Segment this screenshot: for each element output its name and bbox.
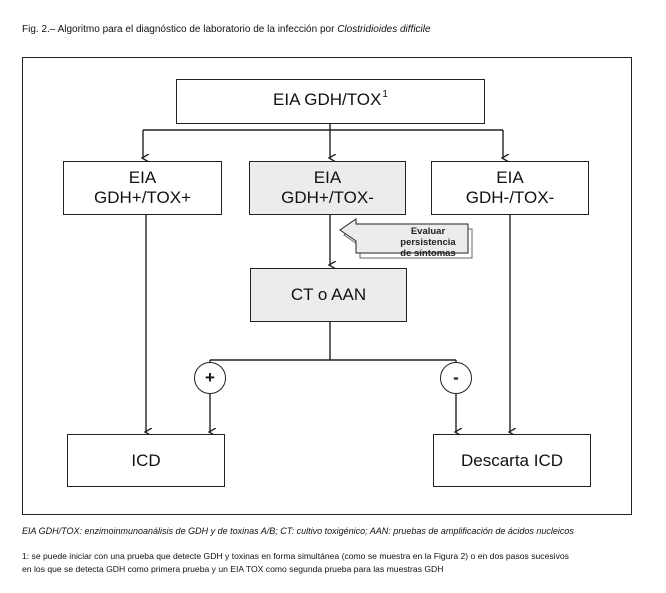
- abbreviations-footnote: EIA GDH/TOX: enzimoinmunoanálisis de GDH…: [22, 526, 574, 536]
- right-result-box: EIA GDH-/TOX-: [431, 161, 589, 215]
- icd-box: ICD: [67, 434, 225, 487]
- ct-aan-label: CT o AAN: [290, 285, 367, 304]
- footnote-1-line2: en los que se detecta GDH como primera p…: [22, 564, 444, 574]
- positive-sign: +: [205, 368, 215, 387]
- negative-sign: -: [453, 368, 459, 387]
- footnote-1-line1: 1: se puede iniciar con una prueba que d…: [22, 551, 569, 561]
- left-result-line1: EIA: [128, 168, 157, 187]
- left-result-line2: GDH+/TOX+: [94, 188, 191, 207]
- left-result-box: EIA GDH+/TOX+: [63, 161, 222, 215]
- caption-organism: Clostridioides difficile: [337, 24, 431, 35]
- icd-label: ICD: [131, 450, 161, 470]
- top-test-superscript: 1: [382, 89, 388, 100]
- positive-circle: +: [194, 362, 226, 394]
- negative-circle: -: [440, 362, 472, 394]
- right-result-line2: GDH-/TOX-: [465, 188, 555, 207]
- figure-caption: Fig. 2.– Algoritmo para el diagnóstico d…: [22, 24, 431, 35]
- ct-aan-box: CT o AAN: [250, 268, 407, 322]
- discard-icd-box: Descarta ICD: [433, 434, 591, 487]
- diagram-frame: [22, 57, 632, 515]
- note-arrow-shape: [339, 218, 469, 254]
- note-line3: de síntomas: [400, 248, 456, 259]
- footnote-1: 1: se puede iniciar con una prueba que d…: [22, 550, 642, 576]
- note-line1: Evaluar: [410, 226, 446, 237]
- middle-result-box: EIA GDH+/TOX-: [249, 161, 406, 215]
- top-test-label: EIA GDH/TOX: [273, 90, 382, 109]
- note-text: Evaluar persistencia de síntomas: [388, 226, 468, 259]
- discard-icd-label: Descarta ICD: [460, 450, 564, 470]
- middle-result-line1: EIA: [313, 168, 342, 187]
- middle-result-line2: GDH+/TOX-: [281, 188, 374, 207]
- right-result-line1: EIA: [496, 168, 524, 187]
- top-test-box: EIA GDH/TOX1: [176, 79, 485, 124]
- caption-text: Fig. 2.– Algoritmo para el diagnóstico d…: [22, 24, 338, 35]
- note-line2: persistencia: [400, 237, 456, 248]
